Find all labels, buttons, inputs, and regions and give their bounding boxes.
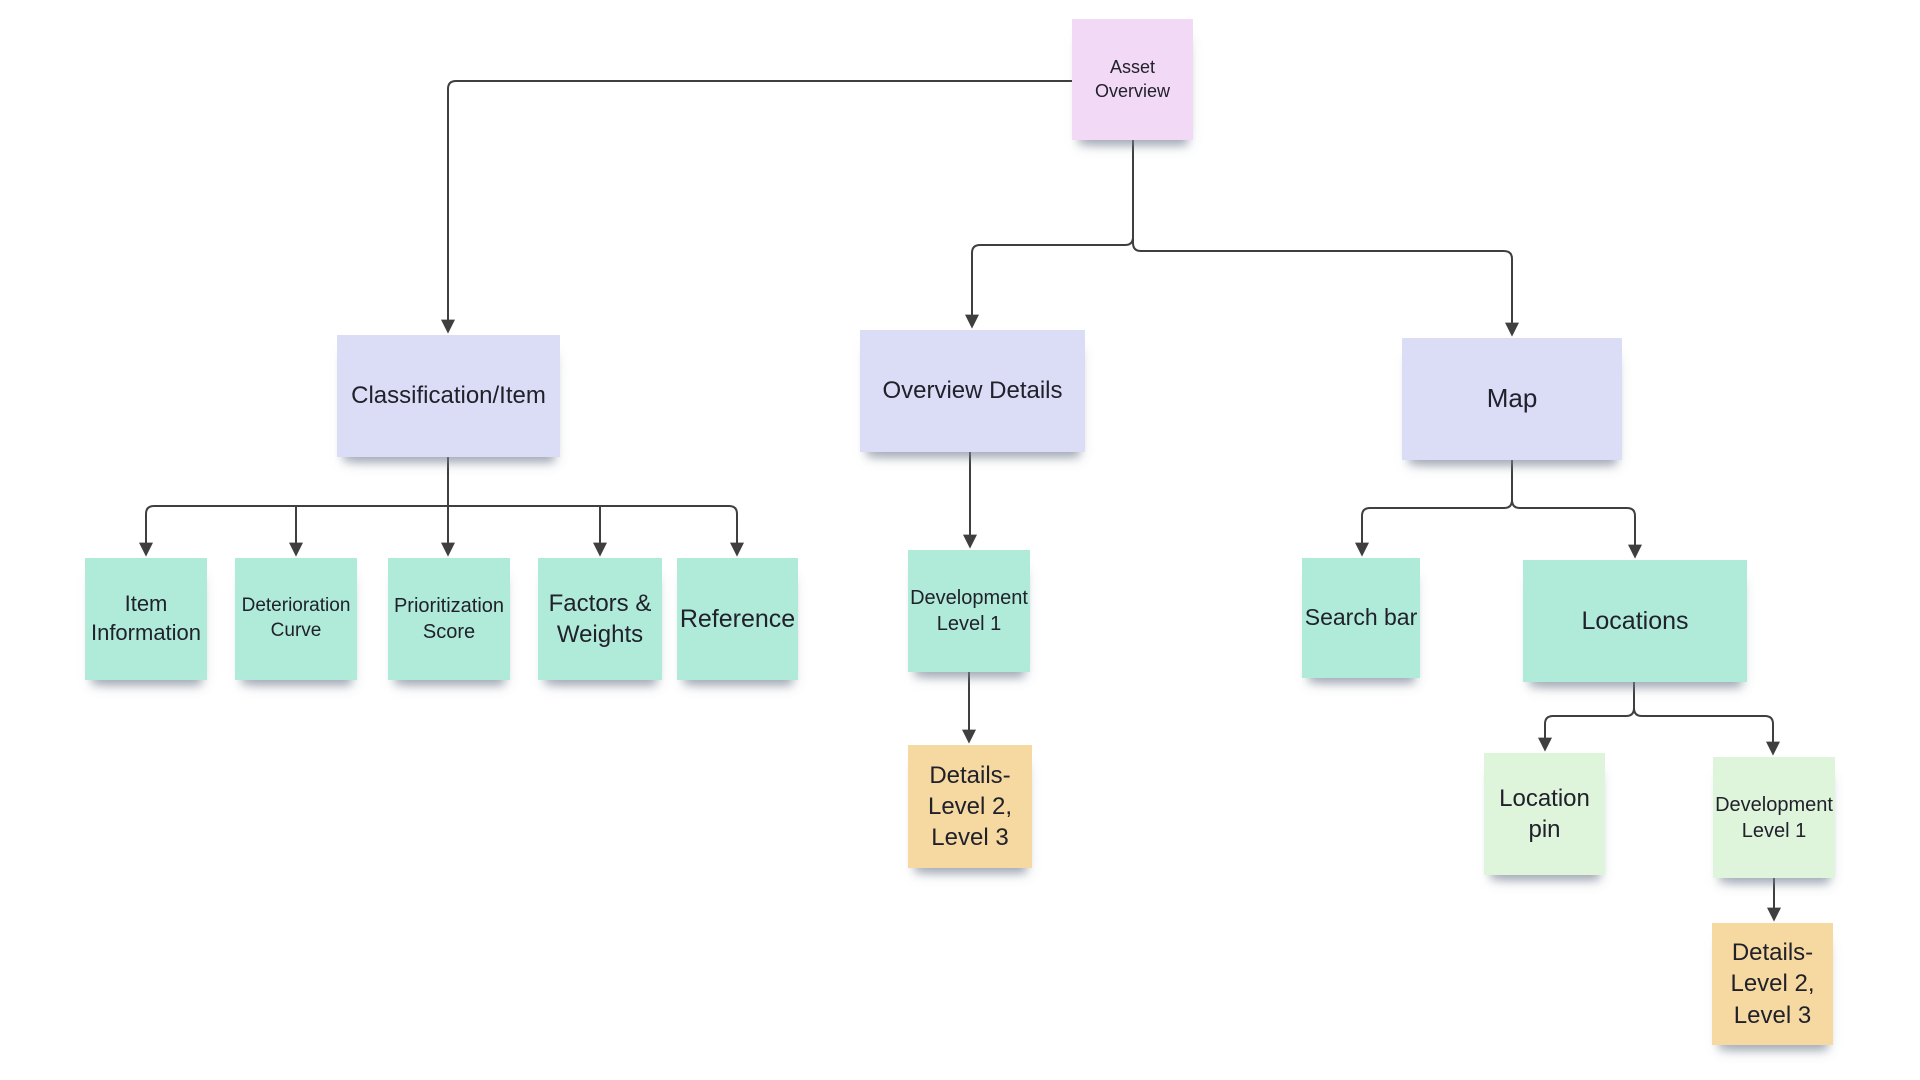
connector-asset-to-map[interactable] (1132, 140, 1519, 337)
note-label: Development Level 1 (1715, 793, 1833, 842)
note-classification-item[interactable]: Classification/Item (337, 335, 560, 457)
note-label: Classification/Item (351, 382, 546, 410)
note-deterioration-curve[interactable]: Deterioration Curve (235, 558, 357, 680)
note-label: Locations (1581, 606, 1689, 635)
note-label: Development Level 1 (910, 587, 1028, 635)
note-overview-details[interactable]: Overview Details (860, 330, 1085, 452)
note-development-level-1-main[interactable]: Development Level 1 (908, 550, 1030, 672)
note-label: Details- Level 2, Level 3 (927, 761, 1013, 852)
note-label: Asset Overview (1094, 57, 1170, 101)
note-prioritization-score[interactable]: Prioritization Score (388, 558, 510, 680)
note-details-level-2-3-main[interactable]: Details- Level 2, Level 3 (908, 745, 1032, 868)
note-label: Item Information (90, 591, 202, 645)
note-label: Prioritization Score (393, 595, 505, 643)
note-label: Location pin (1499, 784, 1590, 843)
note-search-bar[interactable]: Search bar (1302, 558, 1420, 678)
connector-asset-to-overview-details[interactable] (965, 140, 1134, 329)
note-reference[interactable]: Reference (677, 558, 798, 680)
connector-classification-to-reference[interactable] (448, 505, 744, 557)
note-item-information[interactable]: Item Information (85, 558, 207, 680)
note-label: Deterioration Curve (241, 595, 351, 641)
note-factors-weights[interactable]: Factors & Weights (538, 558, 662, 680)
note-label: Search bar (1304, 604, 1418, 631)
note-map[interactable]: Map (1402, 338, 1622, 460)
note-label: Details- Level 2, Level 3 (1730, 939, 1815, 1029)
connector-locations-to-development-level-1[interactable] (1633, 682, 1780, 756)
note-label: Factors & Weights (548, 589, 652, 648)
note-details-level-2-3-map[interactable]: Details- Level 2, Level 3 (1712, 923, 1833, 1045)
note-location-pin[interactable]: Location pin (1484, 753, 1605, 875)
note-locations[interactable]: Locations (1523, 560, 1747, 682)
connector-map-to-search-bar[interactable] (1355, 460, 1513, 557)
connector-map-to-locations[interactable] (1511, 460, 1642, 559)
note-label: Map (1486, 383, 1538, 414)
note-development-level-1-map[interactable]: Development Level 1 (1713, 757, 1835, 878)
connector-locations-to-location-pin[interactable] (1538, 682, 1635, 752)
note-asset-overview[interactable]: Asset Overview (1072, 19, 1193, 140)
note-label: Overview Details (882, 377, 1063, 405)
connector-classification-to-item-information[interactable] (139, 505, 448, 557)
note-label: Reference (679, 604, 796, 633)
connector-asset-to-classification[interactable] (441, 80, 1072, 334)
